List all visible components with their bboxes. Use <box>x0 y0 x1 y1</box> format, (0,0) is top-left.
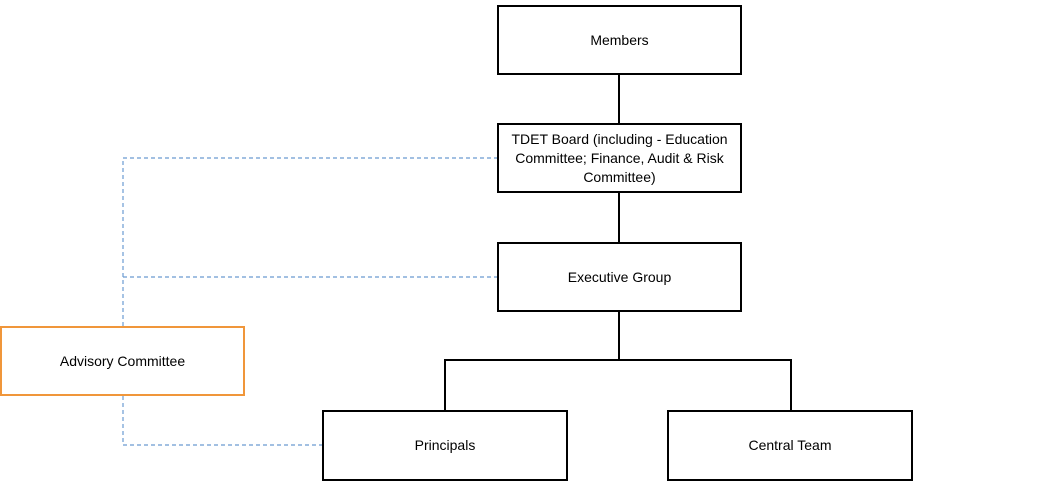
executive-group-box: Executive Group <box>497 242 742 312</box>
board-box: TDET Board (including - Education Commit… <box>497 123 742 193</box>
board-label: TDET Board (including - Education Commit… <box>511 130 728 185</box>
connector-split-branches <box>444 359 792 410</box>
members-box: Members <box>497 5 742 75</box>
executive-group-label: Executive Group <box>567 268 672 285</box>
advisory-committee-label: Advisory Committee <box>59 352 186 369</box>
central-team-label: Central Team <box>748 437 832 453</box>
advisory-committee-box: Advisory Committee <box>0 326 245 396</box>
principals-label: Principals <box>414 437 476 453</box>
members-label: Members <box>590 31 649 48</box>
dashed-advisory-board <box>122 157 497 326</box>
principals-box: Principals <box>322 410 568 481</box>
central-team-box: Central Team <box>667 410 913 481</box>
dashed-advisory-principals <box>122 396 322 446</box>
